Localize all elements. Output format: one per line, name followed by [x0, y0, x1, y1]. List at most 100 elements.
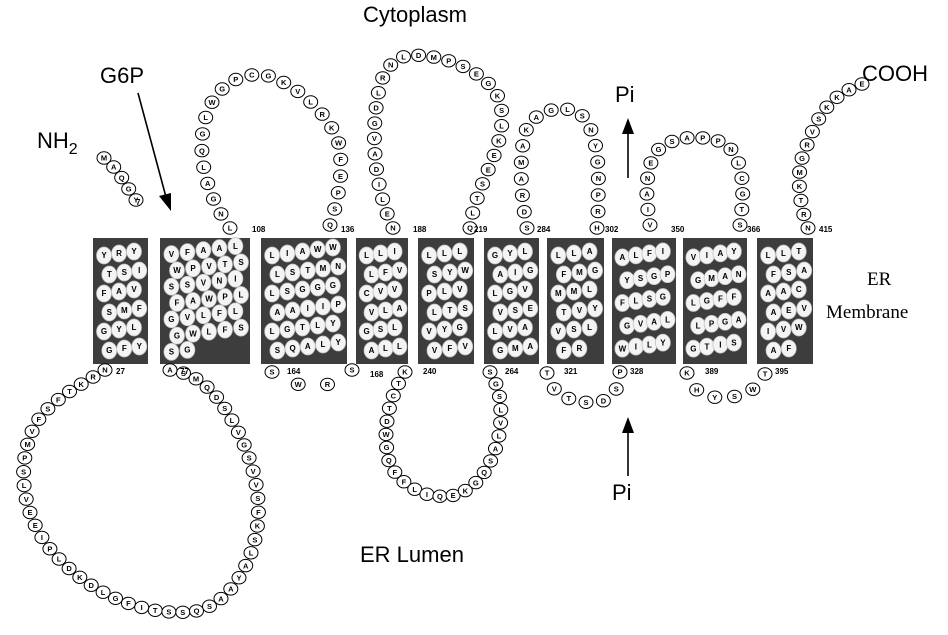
loop-residue: G [214, 82, 230, 96]
svg-text:S: S [255, 494, 260, 503]
helix-residue: G [163, 310, 180, 329]
svg-text:I: I [378, 180, 380, 189]
loop-residue: Y [128, 193, 144, 207]
svg-text:Y: Y [137, 342, 143, 351]
helix-residue: F [614, 294, 631, 312]
svg-text:G: G [299, 285, 305, 294]
svg-text:S: S [786, 268, 792, 277]
helix-residue: Q [284, 339, 301, 358]
svg-text:C: C [739, 174, 745, 183]
loop-residue: L [198, 110, 214, 125]
helix-residue: I [227, 269, 244, 288]
svg-text:I: I [41, 533, 43, 542]
svg-text:G: G [473, 478, 479, 487]
svg-text:G: G [241, 441, 247, 450]
svg-text:N: N [596, 174, 601, 183]
svg-text:F: F [561, 346, 566, 355]
helix-residue: V [126, 280, 142, 299]
helix-residue: Y [111, 320, 127, 339]
svg-text:F: F [217, 309, 222, 318]
loop-residue: P [695, 131, 711, 145]
svg-text:G: G [174, 331, 180, 340]
loop-residue: N [723, 142, 739, 157]
svg-text:Q: Q [119, 173, 125, 182]
loop-residue: T [561, 391, 577, 406]
svg-text:S: S [238, 258, 244, 267]
loop-residue: R [590, 204, 606, 219]
helix-residue: V [685, 248, 702, 267]
svg-text:L: L [781, 249, 786, 258]
helix-residue: L [386, 318, 403, 337]
svg-text:Y: Y [660, 338, 666, 347]
svg-text:L: L [442, 249, 447, 258]
svg-text:A: A [493, 444, 499, 453]
helix-residue: L [487, 284, 503, 303]
loop-residue: F [50, 392, 66, 407]
helix-residue: A [185, 292, 201, 310]
svg-text:S: S [460, 62, 465, 71]
loop-residue: R [514, 188, 530, 203]
svg-text:G: G [651, 272, 657, 281]
helix-residue: L [426, 303, 443, 322]
helix-residue: M [566, 282, 582, 301]
svg-text:W: W [205, 295, 213, 304]
svg-text:S: S [349, 366, 354, 375]
helix-residue: G [717, 312, 733, 331]
svg-text:S: S [169, 282, 175, 291]
svg-text:N: N [588, 126, 593, 135]
helix-residue: L [775, 244, 792, 263]
loop-residue: K [819, 100, 835, 114]
cytoplasm-label: Cytoplasm [363, 2, 467, 27]
svg-text:V: V [522, 285, 528, 294]
helix-residue: A [796, 261, 813, 280]
svg-text:P: P [233, 75, 238, 84]
svg-text:V: V [552, 385, 557, 394]
svg-text:I: I [767, 327, 769, 336]
helix-residue: F [441, 339, 458, 358]
svg-text:V: V [577, 306, 583, 315]
svg-text:M: M [24, 440, 30, 449]
svg-text:I: I [322, 302, 324, 311]
svg-text:C: C [796, 285, 802, 294]
loop-residue: D [595, 394, 611, 408]
svg-text:E: E [786, 306, 792, 315]
svg-text:Y: Y [731, 247, 737, 256]
loop-residue: A [488, 441, 503, 456]
svg-text:S: S [463, 304, 469, 313]
loop-residue: A [223, 582, 239, 596]
svg-text:F: F [620, 299, 625, 308]
svg-text:G: G [660, 293, 666, 302]
svg-text:T: T [300, 323, 305, 332]
svg-text:W: W [382, 430, 390, 439]
helix-residue: L [126, 318, 142, 337]
svg-text:F: F [56, 395, 61, 404]
svg-text:K: K [797, 182, 803, 191]
helix-residue: V [163, 245, 180, 263]
svg-text:I: I [141, 603, 143, 612]
svg-text:Y: Y [336, 338, 342, 347]
helix-residue: T [555, 303, 572, 322]
helix-residue: L [581, 318, 598, 337]
svg-text:V: V [426, 327, 432, 336]
svg-text:L: L [376, 88, 381, 97]
loop-residue: V [24, 424, 40, 438]
helix-residue: I [760, 322, 776, 341]
position-label: 284 [537, 225, 551, 234]
loop-residue: S [483, 454, 499, 468]
helix-residue: I [699, 246, 715, 265]
helix-residue: G [655, 288, 671, 306]
svg-text:Y: Y [101, 251, 107, 260]
svg-text:L: L [736, 159, 741, 168]
loop-residue: L [396, 50, 411, 64]
svg-text:A: A [684, 134, 690, 143]
svg-text:Y: Y [236, 573, 241, 582]
loop-residue: E [643, 156, 659, 170]
loop-residue: K [518, 123, 534, 137]
loop-residue: D [209, 390, 225, 404]
loop-residue: S [250, 491, 266, 505]
svg-text:V: V [295, 87, 300, 96]
svg-text:R: R [595, 207, 601, 216]
svg-text:L: L [523, 247, 528, 256]
helix-residue: L [233, 286, 249, 304]
